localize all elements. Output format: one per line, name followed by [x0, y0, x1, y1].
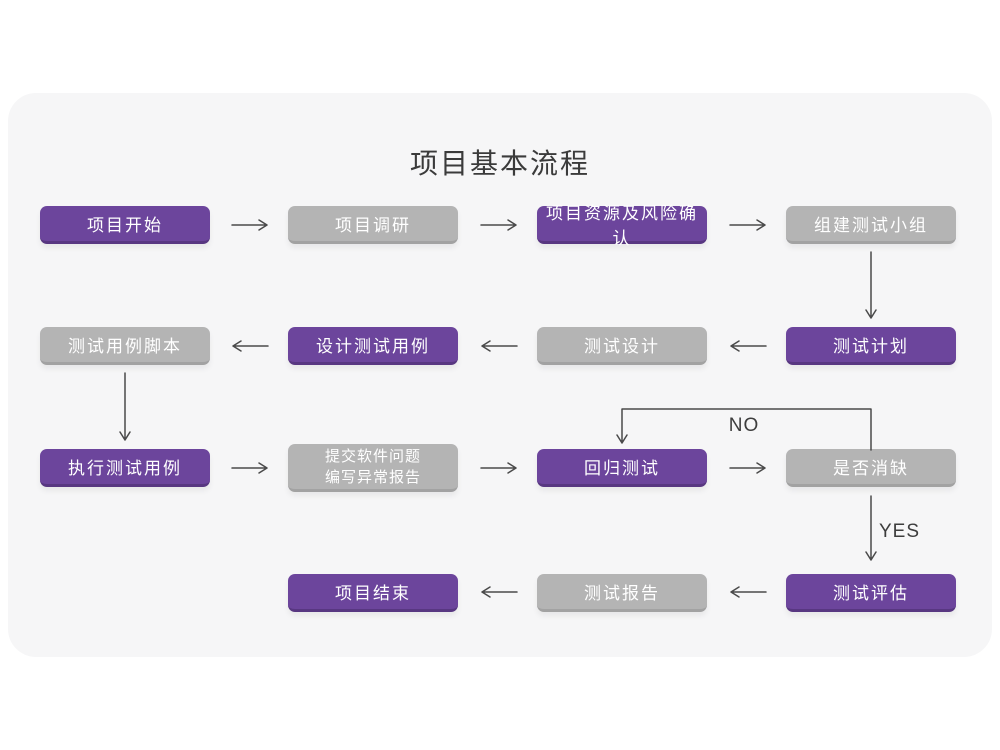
node-submit-issues-report: 提交软件问题 编写异常报告 — [288, 444, 458, 492]
branch-label-no: NO — [728, 415, 760, 436]
node-design-test-cases: 设计测试用例 — [288, 327, 458, 365]
node-regression-test: 回归测试 — [537, 449, 707, 487]
node-test-case-scripts: 测试用例脚本 — [40, 327, 210, 365]
node-project-end: 项目结束 — [288, 574, 458, 612]
node-execute-test-cases: 执行测试用例 — [40, 449, 210, 487]
node-resources-risk-confirm: 项目资源及风险确认 — [537, 204, 707, 248]
node-build-test-team: 组建测试小组 — [786, 206, 956, 244]
node-test-report: 测试报告 — [537, 574, 707, 612]
flowchart-card — [8, 93, 992, 657]
diagram-title: 项目基本流程 — [409, 148, 590, 179]
node-test-plan: 测试计划 — [786, 327, 956, 365]
node-project-research: 项目调研 — [288, 206, 458, 244]
node-defect-cleared: 是否消缺 — [786, 449, 956, 487]
node-test-design: 测试设计 — [537, 327, 707, 365]
node-project-start: 项目开始 — [40, 206, 210, 244]
node-test-evaluate: 测试评估 — [786, 574, 956, 612]
branch-label-yes: YES — [879, 521, 921, 542]
